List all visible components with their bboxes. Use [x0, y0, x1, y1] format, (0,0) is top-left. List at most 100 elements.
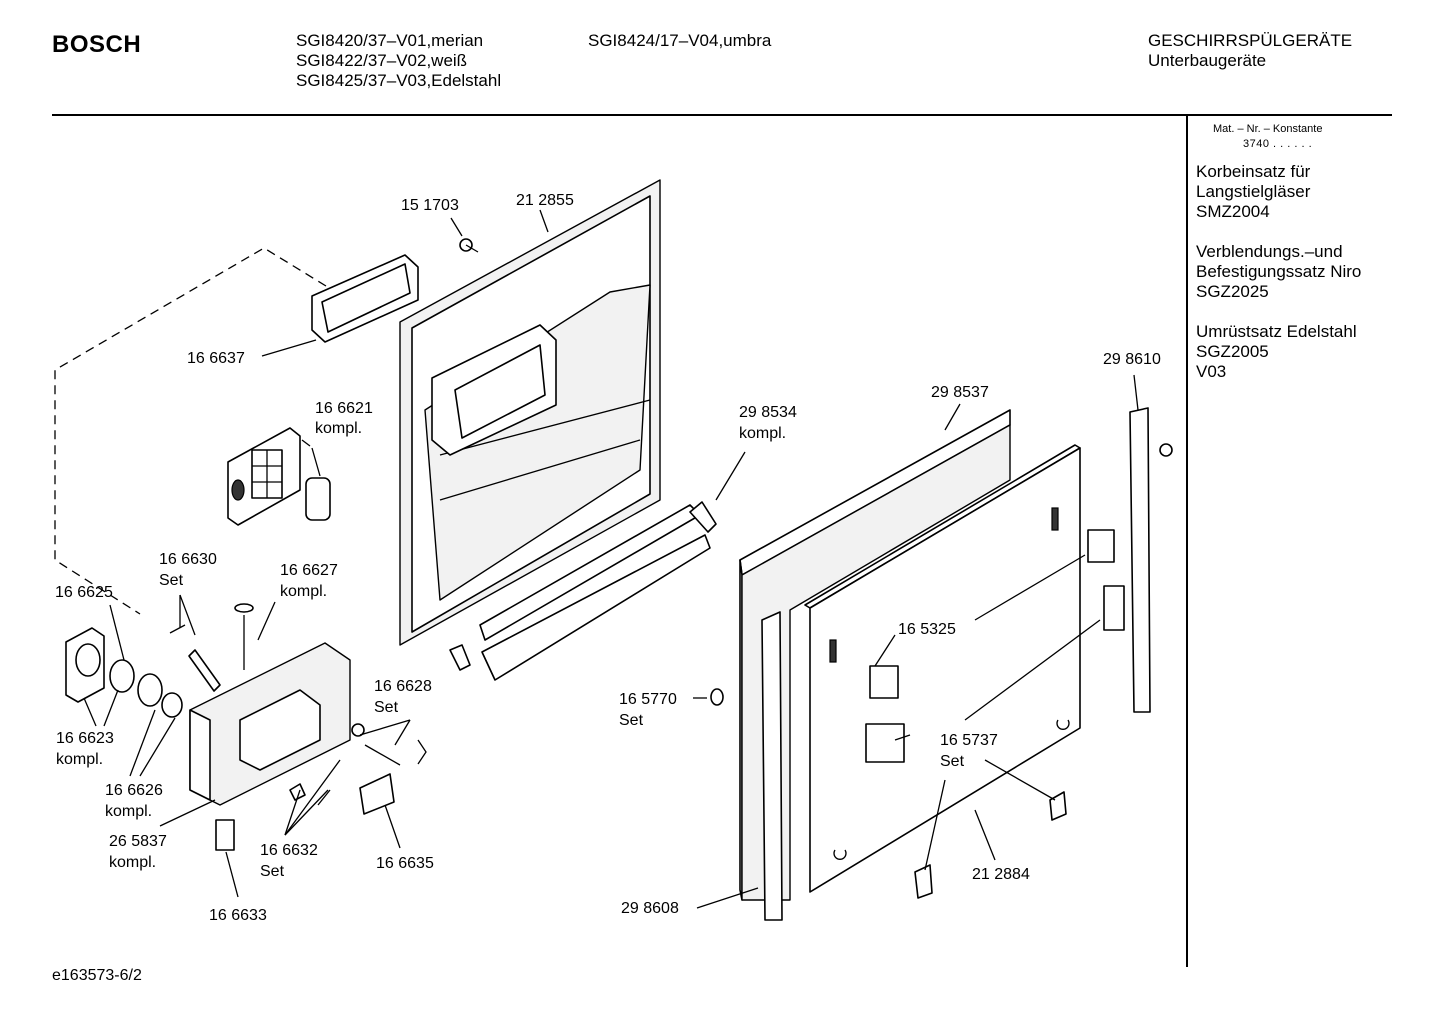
part-number: 29 8534 — [739, 404, 797, 421]
category-title: GESCHIRRSPÜLGERÄTE — [1148, 31, 1353, 50]
part-note: Set — [940, 753, 965, 770]
part-note: Set — [159, 572, 184, 589]
part-label-166632: 16 6632 Set — [260, 842, 318, 880]
material-number-value: 3740 . . . . . . — [1243, 138, 1313, 150]
drawing-id: e163573-6/2 — [52, 967, 142, 984]
part-number: 26 5837 — [109, 833, 167, 850]
accessory-line: V03 — [1196, 362, 1227, 381]
part-number: 16 6623 — [56, 730, 114, 747]
category-block: GESCHIRRSPÜLGERÄTE Unterbaugeräte — [1148, 31, 1352, 71]
part-note: kompl. — [280, 583, 327, 600]
part-label-166628: 16 6628 Set — [374, 678, 432, 716]
latch-part-right — [1087, 529, 1115, 563]
part-label-166635: 16 6635 — [376, 855, 434, 872]
part-label-165325: 16 5325 — [898, 621, 956, 638]
part-note: kompl. — [109, 854, 156, 871]
part-label-212855: 21 2855 — [516, 192, 574, 209]
accessory-line: Verblendungs.–und — [1196, 242, 1343, 261]
accessory-line: Umrüstsatz Edelstahl — [1196, 322, 1357, 341]
part-number: 29 8610 — [1103, 351, 1161, 368]
part-label-151703: 15 1703 — [401, 197, 459, 214]
accessory-line: Langstielgläser — [1196, 182, 1311, 201]
hinge-clip — [449, 644, 471, 671]
model-entry: SGI8422/37–V02,weiß — [296, 51, 468, 70]
part-label-298534: 29 8534 kompl. — [739, 404, 797, 442]
brand-logo: BOSCH — [52, 31, 142, 58]
small-components — [169, 603, 427, 851]
part-label-165770: 16 5770 Set — [619, 691, 677, 729]
part-label-166630: 16 6630 Set — [159, 551, 217, 589]
part-label-298608: 29 8608 — [621, 900, 679, 917]
outer-door-panel — [804, 444, 1081, 893]
part-note: Set — [374, 699, 399, 716]
accessory-code: SGZ2005 — [1196, 342, 1269, 361]
part-label-166625: 16 6625 — [55, 584, 113, 601]
part-number: 15 1703 — [401, 197, 459, 214]
front-cover-assembly — [65, 627, 183, 718]
accessory-entry: Verblendungs.–und Befestigungssatz Niro … — [1196, 242, 1361, 302]
fixing-bracket — [914, 864, 933, 899]
part-number: 16 6633 — [209, 907, 267, 924]
model-entry: SGI8424/17–V04,umbra — [588, 31, 772, 50]
part-number: 16 6627 — [280, 562, 338, 579]
mount-bracket — [1103, 585, 1125, 631]
control-unit — [189, 642, 351, 806]
hinge-bracket — [689, 501, 717, 533]
model-list-primary: SGI8420/37–V01,merian SGI8422/37–V02,wei… — [296, 31, 501, 91]
part-number: 16 6630 — [159, 551, 217, 568]
model-list-secondary: SGI8424/17–V04,umbra — [588, 31, 771, 51]
part-label-166633: 16 6633 — [209, 907, 267, 924]
part-note: kompl. — [56, 751, 103, 768]
part-label-166623: 16 6623 kompl. — [56, 730, 114, 768]
part-note: kompl. — [739, 425, 786, 442]
part-label-298537: 29 8537 — [931, 384, 989, 401]
part-label-212884: 21 2884 — [972, 866, 1030, 883]
accessory-entry: Korbeinsatz für Langstielgläser SMZ2004 — [1196, 162, 1310, 222]
part-note: kompl. — [105, 803, 152, 820]
accessory-entry: Umrüstsatz Edelstahl SGZ2005 V03 — [1196, 322, 1357, 382]
part-number: 16 6625 — [55, 584, 113, 601]
part-number: 29 8537 — [931, 384, 989, 401]
part-number: 16 6628 — [374, 678, 432, 695]
part-number: 16 5737 — [940, 732, 998, 749]
part-label-298610: 29 8610 — [1103, 351, 1161, 368]
accessory-code: SMZ2004 — [1196, 202, 1270, 221]
model-entry: SGI8420/37–V01,merian — [296, 31, 484, 50]
part-number: 16 6621 — [315, 400, 373, 417]
front-panel — [739, 409, 1011, 901]
clip-part — [865, 723, 905, 763]
part-label-166627: 16 6627 kompl. — [280, 562, 338, 600]
side-rail-left — [761, 611, 783, 921]
part-number: 21 2884 — [972, 866, 1030, 883]
part-number: 16 6626 — [105, 782, 163, 799]
sidebar-divider — [1186, 115, 1188, 967]
part-number: 16 5770 — [619, 691, 677, 708]
part-label-166626: 16 6626 kompl. — [105, 782, 163, 820]
cap-part — [710, 688, 724, 706]
rail-cap — [1159, 443, 1173, 457]
screw-part — [459, 238, 479, 253]
part-note: kompl. — [315, 420, 362, 437]
part-number: 29 8608 — [621, 900, 679, 917]
accessory-line: Befestigungssatz Niro — [1196, 262, 1362, 281]
part-label-265837: 26 5837 kompl. — [109, 833, 167, 871]
category-subtitle: Unterbaugeräte — [1148, 51, 1267, 70]
part-label-166621: 16 6621 kompl. — [315, 400, 373, 437]
side-rail-right — [1129, 407, 1151, 713]
part-label-165737: 16 5737 Set — [940, 732, 998, 770]
part-note: Set — [260, 863, 285, 880]
part-note: Set — [619, 712, 644, 729]
header-divider — [52, 114, 1392, 116]
part-number: 16 6632 — [260, 842, 318, 859]
latch-part — [869, 665, 899, 699]
door-handle-strip — [479, 504, 711, 681]
part-number: 16 6637 — [187, 350, 245, 367]
fixing-bracket — [1049, 791, 1067, 821]
group-outline — [54, 247, 327, 615]
seal-frame — [311, 254, 419, 343]
leader-lines — [83, 209, 1139, 909]
part-number: 16 6635 — [376, 855, 434, 872]
accessory-code: SGZ2025 — [1196, 282, 1269, 301]
accessory-line: Korbeinsatz für — [1196, 162, 1311, 181]
